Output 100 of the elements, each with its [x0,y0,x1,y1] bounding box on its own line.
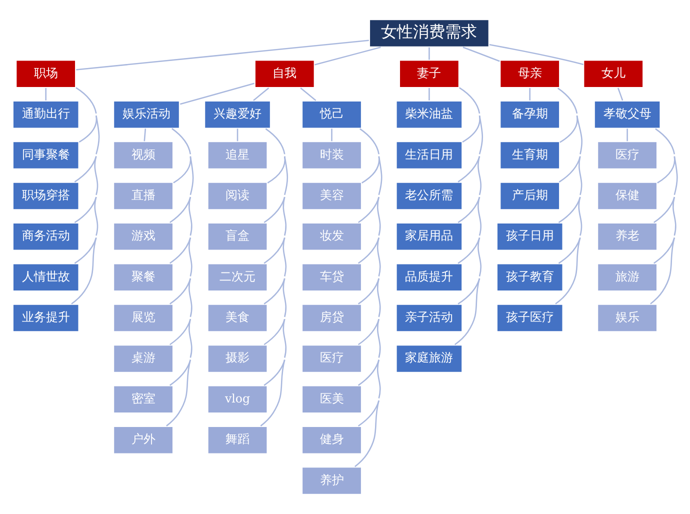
node-box: 同事聚餐 [12,140,80,170]
node-box: 养护 [300,466,363,496]
connector [428,47,430,60]
connector [458,116,484,182]
connector [626,128,628,142]
node-box: 通勤出行 [12,100,80,130]
node-box: 亲子活动 [395,303,464,333]
node-box: 业务提升 [12,303,80,333]
connector [74,196,98,264]
connector [358,278,381,346]
node-box: 自我 [254,59,316,89]
node-box: 视频 [112,140,174,170]
node-box: 户外 [112,425,174,455]
connector [617,88,624,101]
node-box: 健身 [300,425,363,455]
connector [74,156,98,224]
connector [555,238,581,304]
node-box: 家居用品 [395,222,464,252]
connector [71,238,97,304]
node-box: 柴米油盐 [395,100,464,130]
node-box: 家庭旅游 [395,344,464,374]
node-box: 娱乐活动 [112,100,180,130]
node-box: 时装 [300,140,363,170]
connector [170,196,192,264]
connector [264,278,287,346]
node-box: 游戏 [112,222,174,252]
node-box: 医疗 [300,344,363,374]
node-box: 产后期 [499,181,561,211]
node-box: 女儿 [582,59,644,89]
node-box: 人情世故 [12,262,80,292]
connector [76,40,369,70]
node-box: 妆发 [300,222,363,252]
node-box: vlog [206,384,268,414]
connector [558,196,582,264]
connector [654,196,676,264]
connector [358,318,381,386]
connector [654,156,678,224]
connector [264,156,288,224]
node-box: 生活日用 [395,140,464,170]
node-box: 摄影 [206,344,268,374]
connector [655,128,676,184]
node-box: 老公所需 [395,181,464,211]
connector [170,156,194,224]
connector [170,278,192,346]
connector [462,46,500,62]
connector [454,278,480,346]
node-box: 备孕期 [499,100,561,130]
node-box: 阅读 [206,181,268,211]
connector [354,400,380,468]
node-box: 养老 [596,222,658,252]
node-box: 职场穿搭 [12,181,80,211]
connector [558,156,582,224]
connector [650,238,676,304]
node-box: 孩子医疗 [496,303,564,333]
connector [265,128,286,184]
node-box: 女性消费需求 [368,18,490,48]
connector [358,360,381,426]
connector [76,87,98,143]
node-box: 生育期 [499,140,561,170]
connector [166,360,192,426]
connector [172,128,192,184]
connector [458,238,482,304]
connector [458,156,482,224]
node-box: 妻子 [398,59,460,89]
node-box: 职场 [15,59,77,89]
connector [253,88,270,101]
connector [264,238,287,304]
node-box: 美食 [206,303,268,333]
node-box: 车贷 [300,262,363,292]
connector [180,82,254,105]
node-box: 孝敬父母 [593,100,662,130]
connector [358,156,382,224]
node-box: 直播 [112,181,174,211]
node-box: 孩子教育 [496,262,564,292]
node-box: 盲盒 [206,222,268,252]
node-box: 母亲 [499,59,561,89]
node-box: 展览 [112,303,174,333]
node-box: 二次元 [206,262,268,292]
node-box: 密室 [112,384,174,414]
node-box: 房贷 [300,303,363,333]
connector [360,128,380,184]
connector [314,46,381,66]
node-box: 孩子日用 [496,222,564,252]
connector [358,196,381,264]
connector [458,87,480,143]
node-box: 美容 [300,181,363,211]
node-box: 旅游 [596,262,658,292]
node-box: 桌游 [112,344,174,374]
connector [300,88,316,101]
connector [45,88,46,100]
node-box: 医美 [300,384,363,414]
connector [260,360,286,426]
connector [358,238,381,304]
node-box: 医疗 [596,140,658,170]
connector [557,88,578,143]
node-box: 追星 [206,140,268,170]
node-box: 舞蹈 [206,425,268,455]
connector [458,196,482,264]
connector [144,128,146,142]
connector [264,196,287,264]
